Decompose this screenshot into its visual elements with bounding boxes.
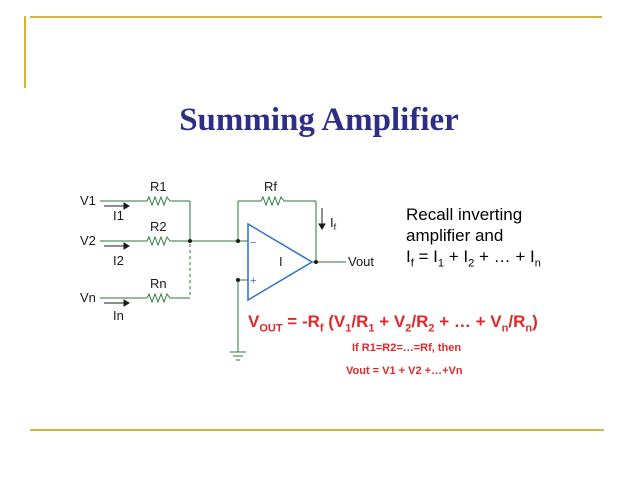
r2-label: R2 [150, 219, 167, 234]
bottom-rule [30, 429, 604, 431]
rf-resistor [260, 195, 285, 207]
op-amp-triangle [247, 222, 314, 302]
condition-text: If R1=R2=…=Rf, then [352, 342, 462, 354]
slide-title: Summing Amplifier [179, 102, 459, 138]
inverting-node-dot [236, 239, 240, 243]
result-text: Vout = V1 + V2 +…+Vn [346, 365, 463, 377]
if-arrow-head [318, 223, 326, 230]
plus-input-label: + [250, 275, 256, 287]
rf-label: Rf [264, 179, 277, 194]
output-node-dot [314, 260, 318, 264]
recall-line-1: Recall inverting [406, 205, 523, 224]
v1-label: V1 [80, 193, 96, 208]
i1-label: I1 [113, 208, 124, 223]
summing-junction-dot [188, 239, 192, 243]
current-sum-equation: If = I1 + I2 + … + In [406, 247, 541, 270]
ground-node-dot [236, 278, 240, 282]
if-label: If [330, 215, 337, 232]
rn-label: Rn [150, 276, 167, 291]
v2-label: V2 [80, 233, 96, 248]
summing-amplifier-circuit: V1 V2 Vn R1 R2 Rn Rf I1 I2 In I Vout If … [78, 174, 400, 374]
amp-current-label: I [279, 254, 283, 269]
i1-arrow-head [123, 202, 130, 210]
recall-note: Recall inverting amplifier and If = I1 +… [406, 204, 541, 274]
in-arrow-head [123, 299, 130, 307]
i2-arrow-head [123, 242, 130, 250]
top-rule [30, 16, 602, 18]
minus-input-label: − [250, 237, 256, 249]
vn-label: Vn [80, 290, 96, 305]
r2-resistor [146, 235, 171, 247]
left-rule [24, 16, 26, 88]
i2-label: I2 [113, 253, 124, 268]
vout-label: Vout [348, 254, 374, 269]
r1-resistor [146, 195, 171, 207]
recall-line-2: amplifier and [406, 226, 504, 245]
r1-label: R1 [150, 179, 167, 194]
in-label: In [113, 308, 124, 323]
vout-formula: VOUT = -Rf (V1/R1 + V2/R2 + … + Vn/Rn) [248, 312, 538, 335]
rn-resistor [146, 292, 171, 304]
